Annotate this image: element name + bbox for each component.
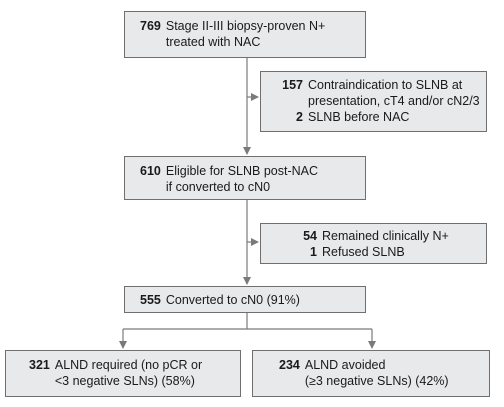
exclusion1-count-b: 2	[296, 110, 303, 124]
box-exclusion-2: 54 Remained clinically N+ 1 Refused SLNB	[260, 223, 487, 264]
box-alnd-required: 321 ALND required (no pCR or <3 negative…	[5, 350, 241, 397]
box-exclusion-1: 157 Contraindication to SLNB at presenta…	[260, 71, 487, 132]
box-alnd-avoided: 234 ALND avoided (≥3 negative SLNs) (42%…	[252, 350, 490, 397]
exclusion2-item-b: Refused SLNB	[322, 245, 405, 259]
exclusion1-item-a-line1: Contraindication to SLNB at	[308, 78, 463, 92]
box-converted: 555 Converted to cN0 (91%)	[124, 286, 366, 313]
eligible-count: 610	[140, 164, 161, 178]
converted-count: 555	[140, 293, 161, 307]
alnd-avoided-line2: (≥3 negative SLNs) (42%)	[304, 374, 449, 388]
exclusion2-count-a: 54	[303, 229, 317, 243]
box-enrolled: 769 Stage II-III biopsy-proven N+ treate…	[124, 11, 366, 58]
exclusion1-count-a: 157	[282, 78, 303, 92]
enrolled-count: 769	[140, 19, 161, 33]
exclusion2-item-a: Remained clinically N+	[322, 229, 449, 243]
alnd-required-line2: <3 negative SLNs) (58%)	[54, 374, 195, 388]
alnd-required-line1: ALND required (no pCR or	[54, 358, 203, 372]
eligible-line2: if converted to cN0	[165, 180, 271, 194]
alnd-required-count: 321	[29, 358, 50, 372]
converted-line1: Converted to cN0 (91%)	[165, 293, 300, 307]
box-eligible: 610 Eligible for SLNB post-NAC if conver…	[124, 156, 366, 200]
enrolled-line2: treated with NAC	[165, 35, 261, 49]
alnd-avoided-line1: ALND avoided	[304, 358, 386, 372]
exclusion1-item-b-line1: SLNB before NAC	[308, 110, 410, 124]
alnd-avoided-count: 234	[279, 358, 300, 372]
exclusion2-count-b: 1	[310, 245, 317, 259]
eligible-line1: Eligible for SLNB post-NAC	[165, 164, 319, 178]
exclusion1-item-a-line2: presentation, cT4 and/or cN2/3	[308, 94, 480, 108]
enrolled-line1: Stage II-III biopsy-proven N+	[165, 19, 326, 33]
